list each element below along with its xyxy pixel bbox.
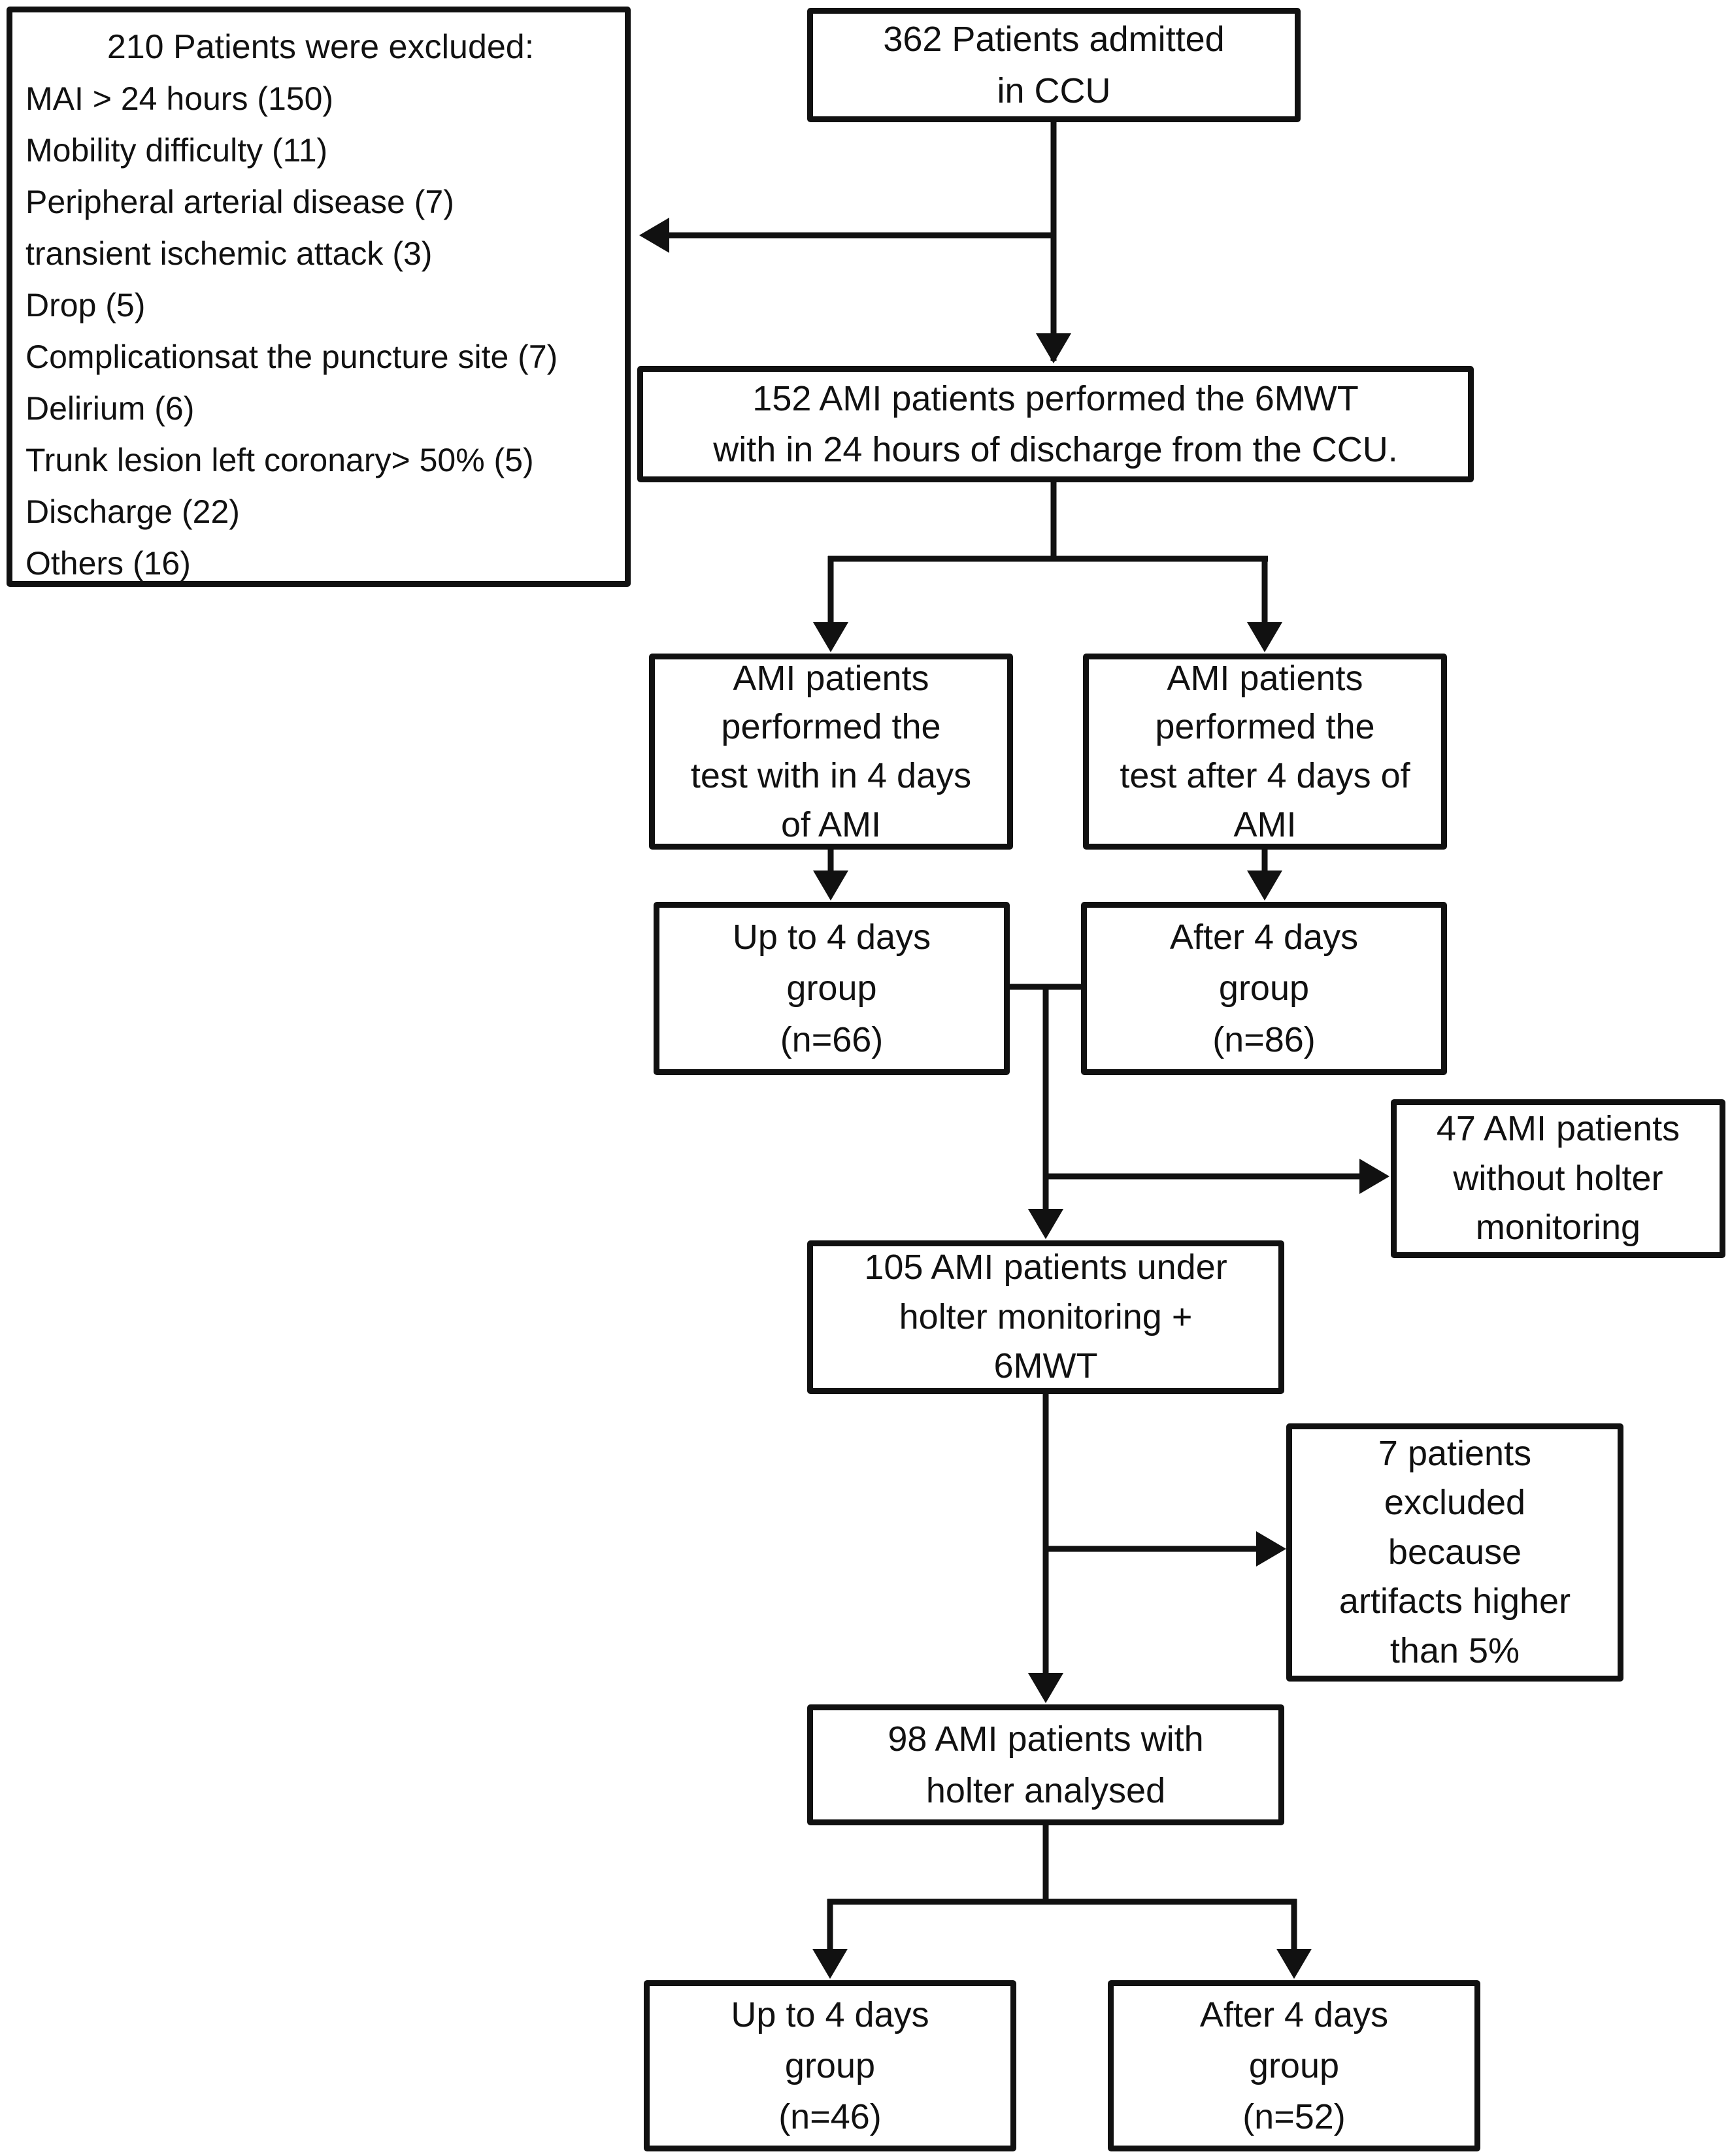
- holter-analysed-box: 98 AMI patients with holter analysed: [807, 1704, 1284, 1825]
- final-after-4-days-group-text: After 4 days group (n=52): [1199, 1995, 1389, 2137]
- arrowhead-down-into-6mwt-icon: [1036, 333, 1071, 363]
- after-4-days-group-text: After 4 days group (n=86): [1169, 918, 1359, 1059]
- arrowhead-down-into-final-upto4-icon: [812, 1949, 848, 1979]
- artifacts-excluded-text: 7 patients excluded because artifacts hi…: [1339, 1433, 1571, 1670]
- admitted-ccu-text: 362 Patients admitted in CCU: [883, 20, 1225, 110]
- test-after-4-days-box: AMI patients performed the test after 4 …: [1083, 654, 1447, 850]
- final-up-to-4-days-group-text: Up to 4 days group (n=46): [731, 1995, 929, 2137]
- arrowhead-right-into-without-holter-icon: [1359, 1159, 1389, 1194]
- arrowhead-right-into-artifacts-icon: [1256, 1531, 1286, 1567]
- up-to-4-days-group-text: Up to 4 days group (n=66): [732, 918, 931, 1059]
- performed-6mwt-box: 152 AMI patients performed the 6MWT with…: [637, 366, 1474, 482]
- excluded-item: Complicationsat the puncture site (7): [25, 339, 558, 375]
- arrowhead-left-into-excluded-icon: [639, 218, 669, 253]
- test-within-4-days-text: AMI patients performed the test with in …: [690, 658, 972, 844]
- excluded-item: Delirium (6): [25, 390, 195, 427]
- excluded-item: Discharge (22): [25, 493, 240, 530]
- arrowhead-down-into-final-after4-icon: [1276, 1949, 1312, 1979]
- excluded-item: Trunk lesion left coronary> 50% (5): [25, 442, 534, 478]
- final-up-to-4-days-group-box: Up to 4 days group (n=46): [644, 1980, 1016, 2151]
- performed-6mwt-text: 152 AMI patients performed the 6MWT with…: [713, 378, 1398, 469]
- admitted-ccu-box: 362 Patients admitted in CCU: [807, 8, 1301, 122]
- under-holter-text: 105 AMI patients under holter monitoring…: [864, 1248, 1227, 1386]
- after-4-days-group-box: After 4 days group (n=86): [1081, 902, 1447, 1075]
- excluded-item: Drop (5): [25, 287, 146, 323]
- arrowhead-down-into-after4-group-icon: [1247, 871, 1282, 901]
- excluded-patients-box: 210 Patients were excluded: MAI > 24 hou…: [7, 7, 631, 587]
- under-holter-box: 105 AMI patients under holter monitoring…: [807, 1240, 1284, 1394]
- without-holter-box: 47 AMI patients without holter monitorin…: [1391, 1099, 1725, 1258]
- holter-analysed-text: 98 AMI patients with holter analysed: [888, 1719, 1204, 1810]
- excluded-box-title: 210 Patients were excluded:: [107, 28, 535, 66]
- excluded-item: Others (16): [25, 545, 191, 582]
- artifacts-excluded-box: 7 patients excluded because artifacts hi…: [1286, 1423, 1623, 1682]
- final-after-4-days-group-box: After 4 days group (n=52): [1108, 1980, 1480, 2151]
- arrowhead-down-into-upto4-group-icon: [813, 871, 848, 901]
- excluded-item: Peripheral arterial disease (7): [25, 184, 454, 220]
- excluded-item: transient ischemic attack (3): [25, 235, 433, 272]
- test-within-4-days-box: AMI patients performed the test with in …: [649, 654, 1013, 850]
- up-to-4-days-group-box: Up to 4 days group (n=66): [654, 902, 1010, 1075]
- arrowhead-down-into-after4-icon: [1247, 622, 1282, 652]
- excluded-item: MAI > 24 hours (150): [25, 80, 334, 117]
- test-after-4-days-text: AMI patients performed the test after 4 …: [1120, 658, 1410, 844]
- without-holter-text: 47 AMI patients without holter monitorin…: [1436, 1109, 1680, 1248]
- arrowhead-down-into-under-holter-icon: [1028, 1209, 1063, 1239]
- excluded-item: Mobility difficulty (11): [25, 132, 328, 169]
- arrowhead-down-into-analysed-icon: [1028, 1673, 1063, 1703]
- arrowhead-down-into-within4-icon: [813, 622, 848, 652]
